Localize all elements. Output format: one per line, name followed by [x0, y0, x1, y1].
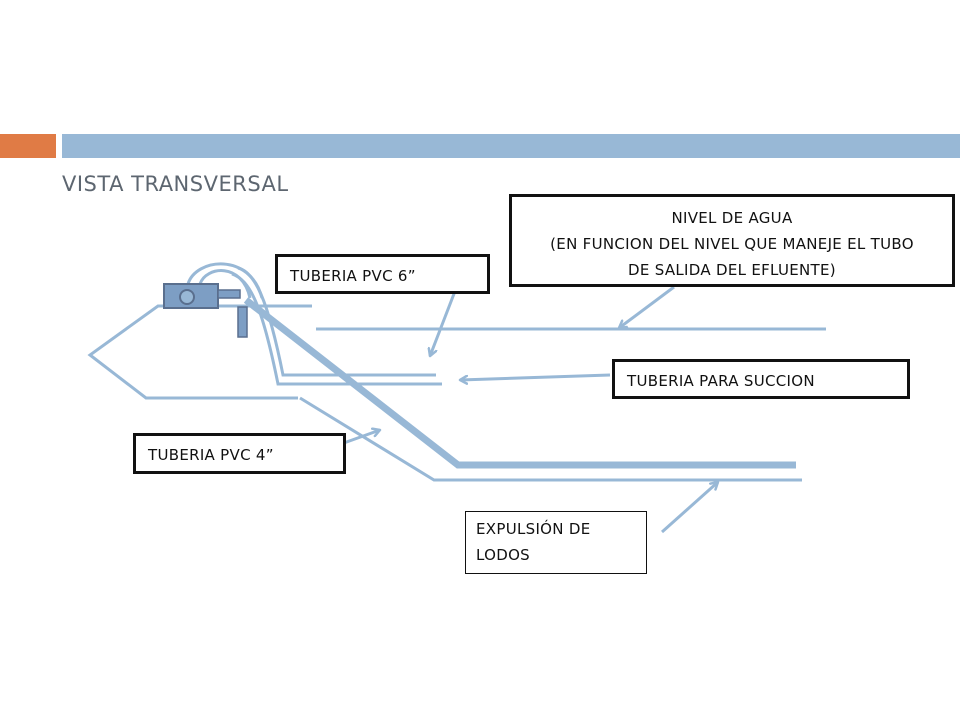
hose-loop-inner — [198, 269, 252, 299]
hose-loop — [186, 262, 264, 299]
arrow-pvc6 — [430, 285, 459, 356]
accent-bar-blue — [62, 134, 960, 158]
pvc4-pipe — [299, 396, 802, 482]
slide-title: VISTA TRANSVERSAL — [62, 172, 289, 196]
pvc6-pipe — [243, 297, 796, 469]
label-water-level-line3: DE SALIDA DEL EFLUENTE) — [628, 261, 836, 279]
label-water-level-line2: (EN FUNCION DEL NIVEL QUE MANEJE EL TUBO — [550, 235, 914, 253]
pump-icon — [163, 283, 248, 338]
label-water-level: NIVEL DE AGUA (EN FUNCION DEL NIVEL QUE … — [509, 194, 955, 287]
arrow-succion — [460, 373, 611, 380]
accent-bar-orange — [0, 134, 56, 158]
arrow-lodos — [661, 482, 718, 534]
label-water-level-line1: NIVEL DE AGUA — [671, 209, 793, 227]
label-suction-pipe: TUBERIA PARA SUCCION — [612, 359, 910, 399]
label-sludge-expulsion: EXPULSIÓN DE LODOS — [465, 511, 647, 574]
arrow-nivel — [619, 285, 675, 328]
label-pvc4: TUBERIA PVC 4” — [133, 433, 346, 474]
label-pvc6: TUBERIA PVC 6” — [275, 254, 490, 294]
